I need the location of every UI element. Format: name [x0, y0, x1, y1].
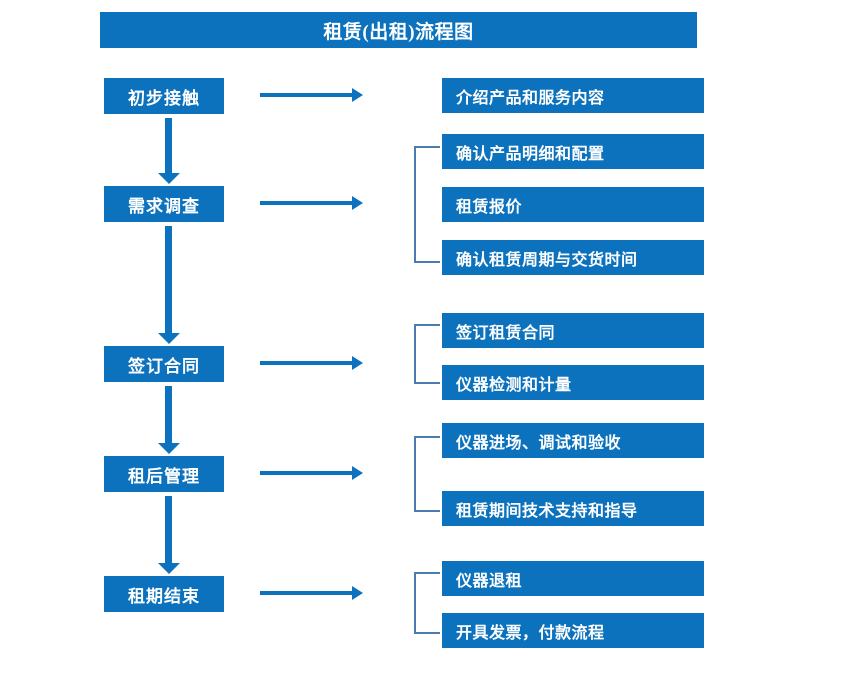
down-arrow-icon-contact-to-survey [158, 118, 180, 184]
detail-label: 介绍产品和服务内容 [456, 89, 605, 107]
detail-label: 仪器进场、调试和验收 [456, 434, 622, 452]
detail-label: 签订租赁合同 [456, 324, 556, 342]
bracket-connector-postmgmt [414, 436, 440, 512]
detail-label: 仪器检测和计量 [456, 376, 572, 394]
down-arrow-icon-survey-to-contract [158, 226, 180, 344]
stage-label: 租后管理 [128, 466, 200, 486]
stage-label: 初步接触 [128, 88, 200, 108]
detail-box-instrument-return[interactable]: 仪器退租 [442, 561, 704, 596]
detail-box-confirm-period-delivery[interactable]: 确认租赁周期与交货时间 [442, 240, 704, 275]
detail-label: 租赁报价 [456, 198, 523, 216]
stage-label: 需求调查 [128, 196, 200, 216]
down-arrow-icon-contract-to-postmgmt [158, 386, 180, 454]
right-arrow-icon-leaseend [260, 586, 363, 600]
detail-label: 租赁期间技术支持和指导 [456, 502, 638, 520]
right-arrow-icon-survey [260, 196, 363, 210]
detail-box-rental-quotation[interactable]: 租赁报价 [442, 187, 704, 222]
detail-box-tech-support-guidance[interactable]: 租赁期间技术支持和指导 [442, 491, 704, 526]
bracket-connector-survey [414, 146, 440, 263]
detail-label: 仪器退租 [456, 572, 523, 590]
detail-box-invoice-payment[interactable]: 开具发票，付款流程 [442, 613, 704, 648]
down-arrow-icon-postmgmt-to-leaseend [158, 496, 180, 574]
detail-label: 确认产品明细和配置 [456, 145, 605, 163]
stage-box-initial-contact[interactable]: 初步接触 [104, 78, 224, 114]
right-arrow-icon-postmgmt [260, 466, 363, 480]
detail-box-sign-rental-contract[interactable]: 签订租赁合同 [442, 313, 704, 348]
page-title: 租赁(出租)流程图 [100, 12, 697, 48]
stage-box-post-rent-mgmt[interactable]: 租后管理 [104, 456, 224, 492]
right-arrow-icon-contract [260, 356, 363, 370]
detail-box-instrument-onsite[interactable]: 仪器进场、调试和验收 [442, 423, 704, 458]
stage-box-lease-end[interactable]: 租期结束 [104, 576, 224, 612]
stage-label: 签订合同 [128, 356, 200, 376]
detail-box-instrument-test-measure[interactable]: 仪器检测和计量 [442, 365, 704, 400]
detail-label: 确认租赁周期与交货时间 [456, 251, 638, 269]
bracket-connector-contract [414, 324, 440, 384]
detail-box-intro-product-service[interactable]: 介绍产品和服务内容 [442, 78, 704, 113]
right-arrow-icon-contact [260, 88, 363, 102]
stage-box-demand-survey[interactable]: 需求调查 [104, 186, 224, 222]
stage-box-sign-contract[interactable]: 签订合同 [104, 346, 224, 382]
detail-label: 开具发票，付款流程 [456, 624, 605, 642]
bracket-connector-leaseend [414, 572, 440, 634]
detail-box-confirm-spec-config[interactable]: 确认产品明细和配置 [442, 134, 704, 169]
stage-label: 租期结束 [128, 586, 200, 606]
